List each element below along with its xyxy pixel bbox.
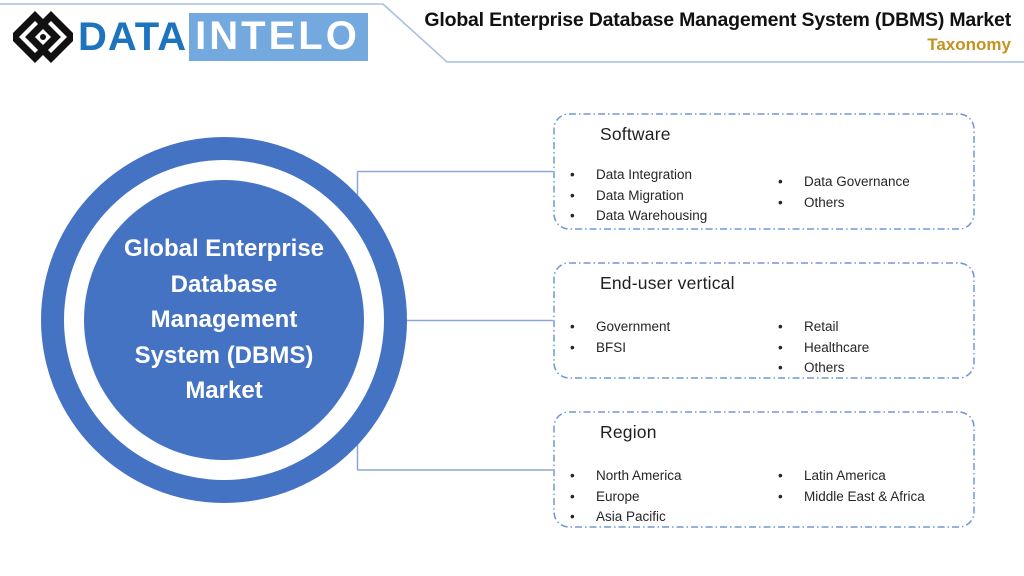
bullet-item: Others bbox=[778, 193, 975, 214]
hub-label-line: Management bbox=[150, 306, 298, 334]
bullet-column: Data IntegrationData MigrationData Wareh… bbox=[570, 165, 778, 227]
bullet-item: Middle East & Africa bbox=[778, 487, 975, 508]
bullet-item: BFSI bbox=[570, 338, 778, 359]
bullet-item: Data Warehousing bbox=[570, 206, 778, 227]
bullet-column: RetailHealthcareOthers bbox=[778, 317, 975, 379]
hub-label-line: Database bbox=[170, 270, 278, 298]
bullet-item: Data Integration bbox=[570, 165, 778, 186]
logo-text-data: DATA bbox=[78, 15, 188, 59]
bullet-item: Government bbox=[570, 317, 778, 338]
bullet-item: Healthcare bbox=[778, 338, 975, 359]
circle-white-ring: Global Enterprise Database Management Sy… bbox=[64, 160, 384, 480]
box-title-end-user-vertical: End-user vertical bbox=[600, 273, 735, 293]
box-enduser-columns: GovernmentBFSI RetailHealthcareOthers bbox=[553, 317, 975, 379]
bullet-item: Retail bbox=[778, 317, 975, 338]
circle-inner: Global Enterprise Database Management Sy… bbox=[84, 180, 364, 460]
box-region-columns: North AmericaEuropeAsia Pacific Latin Am… bbox=[553, 466, 975, 528]
box-software-columns: Data IntegrationData MigrationData Wareh… bbox=[553, 165, 975, 227]
hub-label-line: System (DBMS) bbox=[134, 341, 314, 369]
box-end-user-vertical: End-user vertical GovernmentBFSI RetailH… bbox=[553, 262, 975, 379]
central-market-circle: Global Enterprise Database Management Sy… bbox=[41, 137, 407, 503]
bullet-item: Latin America bbox=[778, 466, 975, 487]
box-title-software: Software bbox=[600, 124, 671, 144]
bullet-column: North AmericaEuropeAsia Pacific bbox=[570, 466, 778, 528]
logo-text-intelo: INTELO bbox=[189, 13, 368, 61]
box-region: Region North AmericaEuropeAsia Pacific L… bbox=[553, 411, 975, 528]
bullet-column: Data GovernanceOthers bbox=[778, 165, 975, 227]
hub-label-line: Market bbox=[185, 377, 263, 405]
page-title: Global Enterprise Database Management Sy… bbox=[424, 9, 1011, 31]
header-title-block: Global Enterprise Database Management Sy… bbox=[424, 9, 1011, 55]
bullet-item: Data Governance bbox=[778, 172, 975, 193]
hub-label-line: Global Enterprise bbox=[123, 235, 325, 263]
bullet-item: Asia Pacific bbox=[570, 507, 778, 528]
bullet-item: Data Migration bbox=[570, 186, 778, 207]
header-border-line bbox=[0, 3, 1024, 63]
box-title-region: Region bbox=[600, 422, 657, 442]
dataintelo-diamonds-icon bbox=[13, 11, 73, 63]
box-software: Software Data IntegrationData MigrationD… bbox=[553, 113, 975, 230]
bullet-column: Latin AmericaMiddle East & Africa bbox=[778, 466, 975, 528]
bullet-item: Europe bbox=[570, 487, 778, 508]
bullet-item: North America bbox=[570, 466, 778, 487]
logo: DATA INTELO bbox=[13, 9, 368, 65]
bullet-column: GovernmentBFSI bbox=[570, 317, 778, 379]
bullet-item: Others bbox=[778, 358, 975, 379]
page-subtitle: Taxonomy bbox=[927, 35, 1011, 54]
